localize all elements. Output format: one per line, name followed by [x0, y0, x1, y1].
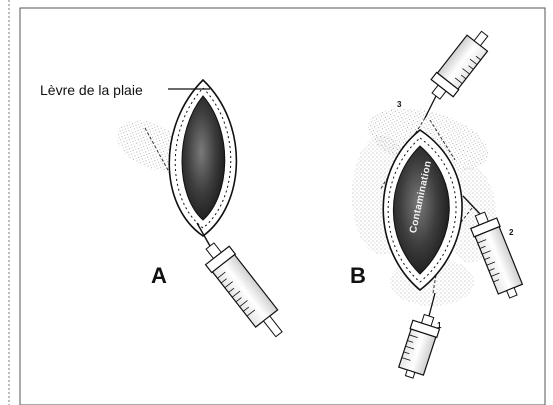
syringe-a	[198, 237, 291, 344]
injection-number-1: 1	[437, 321, 441, 330]
panel-b-label: B	[350, 263, 366, 289]
injection-number-3: 3	[397, 100, 401, 109]
wound-edge-label: Lèvre de la plaie	[40, 82, 143, 98]
panel-a-drawing	[109, 80, 291, 343]
syringe-b1	[396, 312, 442, 382]
injection-number-2: 2	[509, 228, 513, 237]
syringe-b3	[425, 25, 496, 104]
panel-a-label: A	[151, 263, 167, 289]
